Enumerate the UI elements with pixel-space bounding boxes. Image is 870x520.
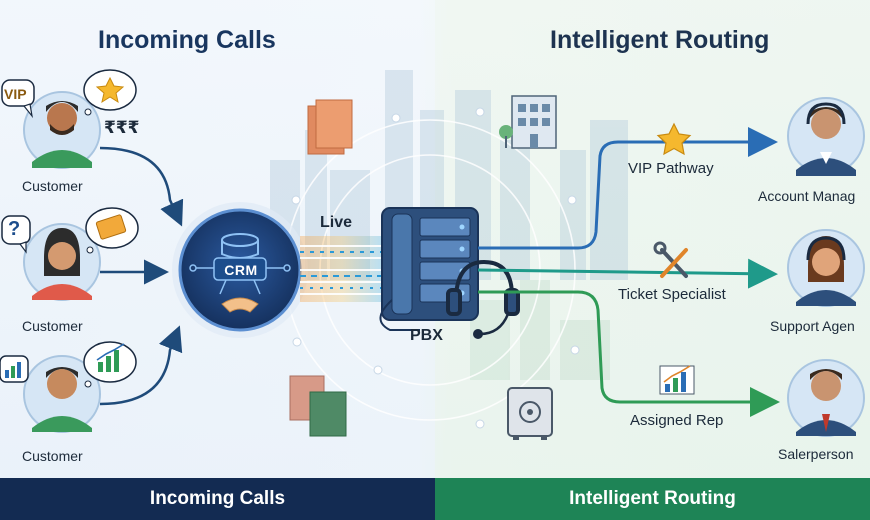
building-icon [499,95,557,149]
safe-icon [507,387,553,440]
customer-label-2: Customer [22,318,83,334]
live-label: Live [320,214,353,231]
live-data-stream [300,236,384,302]
diagram-canvas [0,69,865,440]
agent-label-support: Support Agen [770,318,855,334]
vip-speech-bubble [1,79,35,119]
footer-right: Intelligent Routing [435,478,870,520]
customer-avatar-1 [23,91,101,169]
route-label-vip: VIP Pathway [628,160,714,177]
customer-avatar-3 [23,355,101,433]
agent-label-account: Account Manag [758,188,856,204]
fabric-tile-top [307,99,353,155]
route-star-icon [656,122,692,156]
agent-label-sales: Salerperson [778,446,854,462]
customer-label-1: Customer [22,178,83,194]
route-tools-icon [653,241,688,278]
footer-bar: Incoming Calls Intelligent Routing [0,478,870,520]
pbx-label: PBX [410,327,443,344]
route-label-assigned: Assigned Rep [630,412,724,429]
route-label-ticket: Ticket Specialist [618,286,726,303]
agent-avatar-support-agent [787,229,865,307]
crm-label: CRM [224,262,258,278]
chart-thought-bubble [83,341,137,388]
route-chart-icon [659,365,695,395]
money-symbols: ₹₹₹ [104,118,140,137]
vip-bubble-label: VIP [4,86,27,102]
headset-icon [446,259,520,339]
footer-left: Incoming Calls [0,478,435,520]
agent-avatar-account-manager [787,97,865,176]
question-bubble-label: ? [8,218,21,240]
agent-avatar-salesperson [787,359,865,437]
left-title: Incoming Calls [98,26,276,54]
chart-speech-bubble-left [0,355,29,383]
question-speech-bubble [1,215,31,254]
customer-avatar-2 [23,223,101,301]
star-thought-bubble [83,69,137,116]
fabric-tile-bottom [289,375,347,437]
ticket-thought-bubble [85,207,139,254]
customer-label-3: Customer [22,448,83,464]
right-title: Intelligent Routing [550,26,770,54]
